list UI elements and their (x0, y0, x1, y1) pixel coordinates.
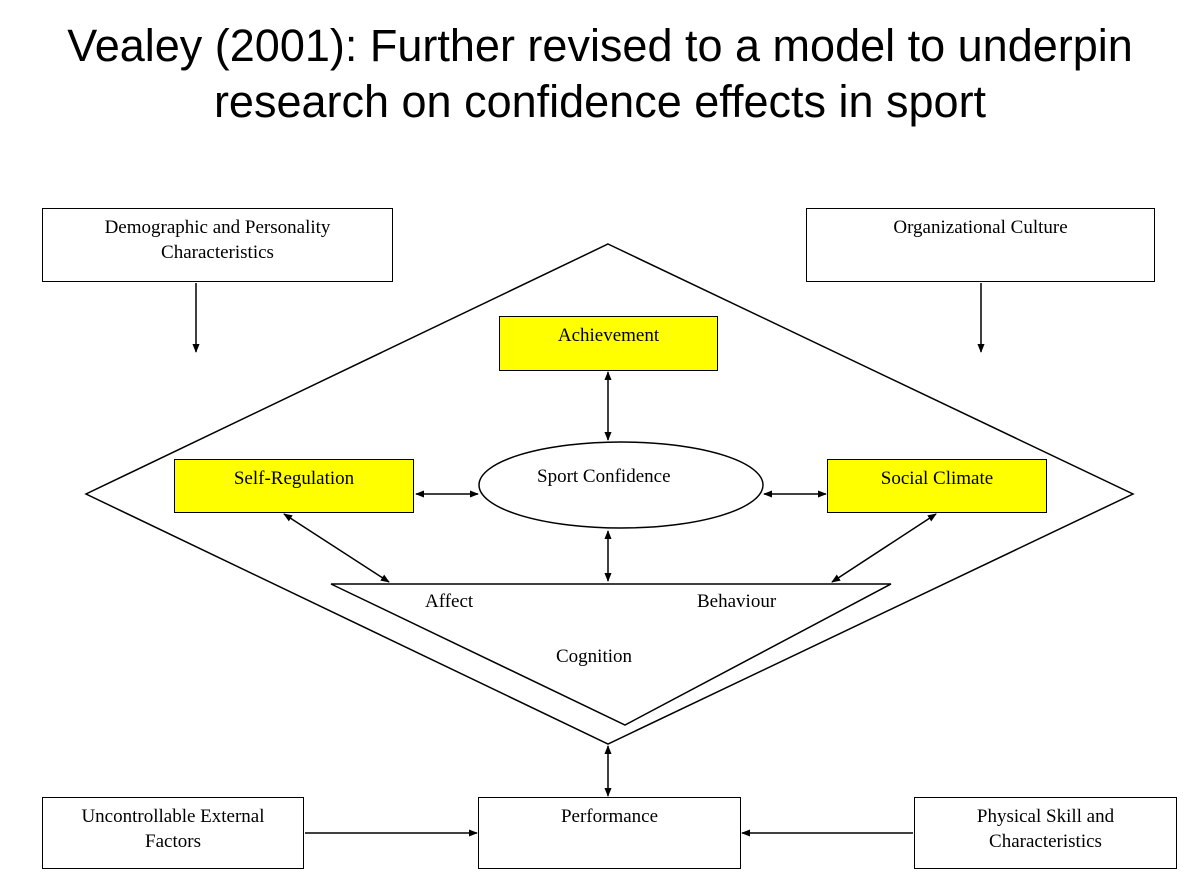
uncontrollable-box: Uncontrollable External Factors (42, 797, 304, 869)
abc-triangle (330, 583, 892, 726)
title-line-1: Vealey (2001): Further revised to a mode… (67, 20, 1133, 71)
achievement-label: Achievement (557, 325, 660, 346)
title-line-2: research on confidence effects in sport (213, 76, 987, 127)
physical-skill-label-1: Physical Skill and (976, 806, 1115, 827)
demographic-label-2: Characteristics (161, 242, 274, 263)
organizational-box: Organizational Culture (806, 208, 1155, 282)
physical-skill-label-2: Characteristics (989, 831, 1102, 852)
demographic-box: Demographic and Personality Characterist… (42, 208, 393, 282)
performance-box: Performance (478, 797, 741, 869)
outer-diamond (84, 243, 1135, 745)
performance-label: Performance (560, 806, 659, 827)
sport-confidence-ellipse (478, 441, 764, 529)
sport-confidence-label: Sport Confidence (537, 466, 671, 487)
arrow-social-triangle (831, 513, 937, 583)
physical-skill-box: Physical Skill and Characteristics (914, 797, 1177, 869)
arrow-selfreg-triangle (283, 513, 390, 583)
self-regulation-box: Self-Regulation (174, 459, 414, 513)
uncontrollable-label-2: Factors (145, 831, 201, 852)
cognition-label: Cognition (556, 646, 633, 667)
uncontrollable-label-1: Uncontrollable External (81, 806, 265, 827)
achievement-box: Achievement (499, 316, 718, 371)
affect-label: Affect (425, 591, 474, 612)
demographic-label-1: Demographic and Personality (104, 217, 331, 238)
organizational-label: Organizational Culture (893, 217, 1068, 238)
behaviour-label: Behaviour (697, 591, 777, 612)
social-climate-box: Social Climate (827, 459, 1047, 513)
social-climate-label: Social Climate (880, 468, 994, 489)
page-title: Vealey (2001): Further revised to a mode… (0, 18, 1200, 130)
self-regulation-label: Self-Regulation (233, 468, 355, 489)
